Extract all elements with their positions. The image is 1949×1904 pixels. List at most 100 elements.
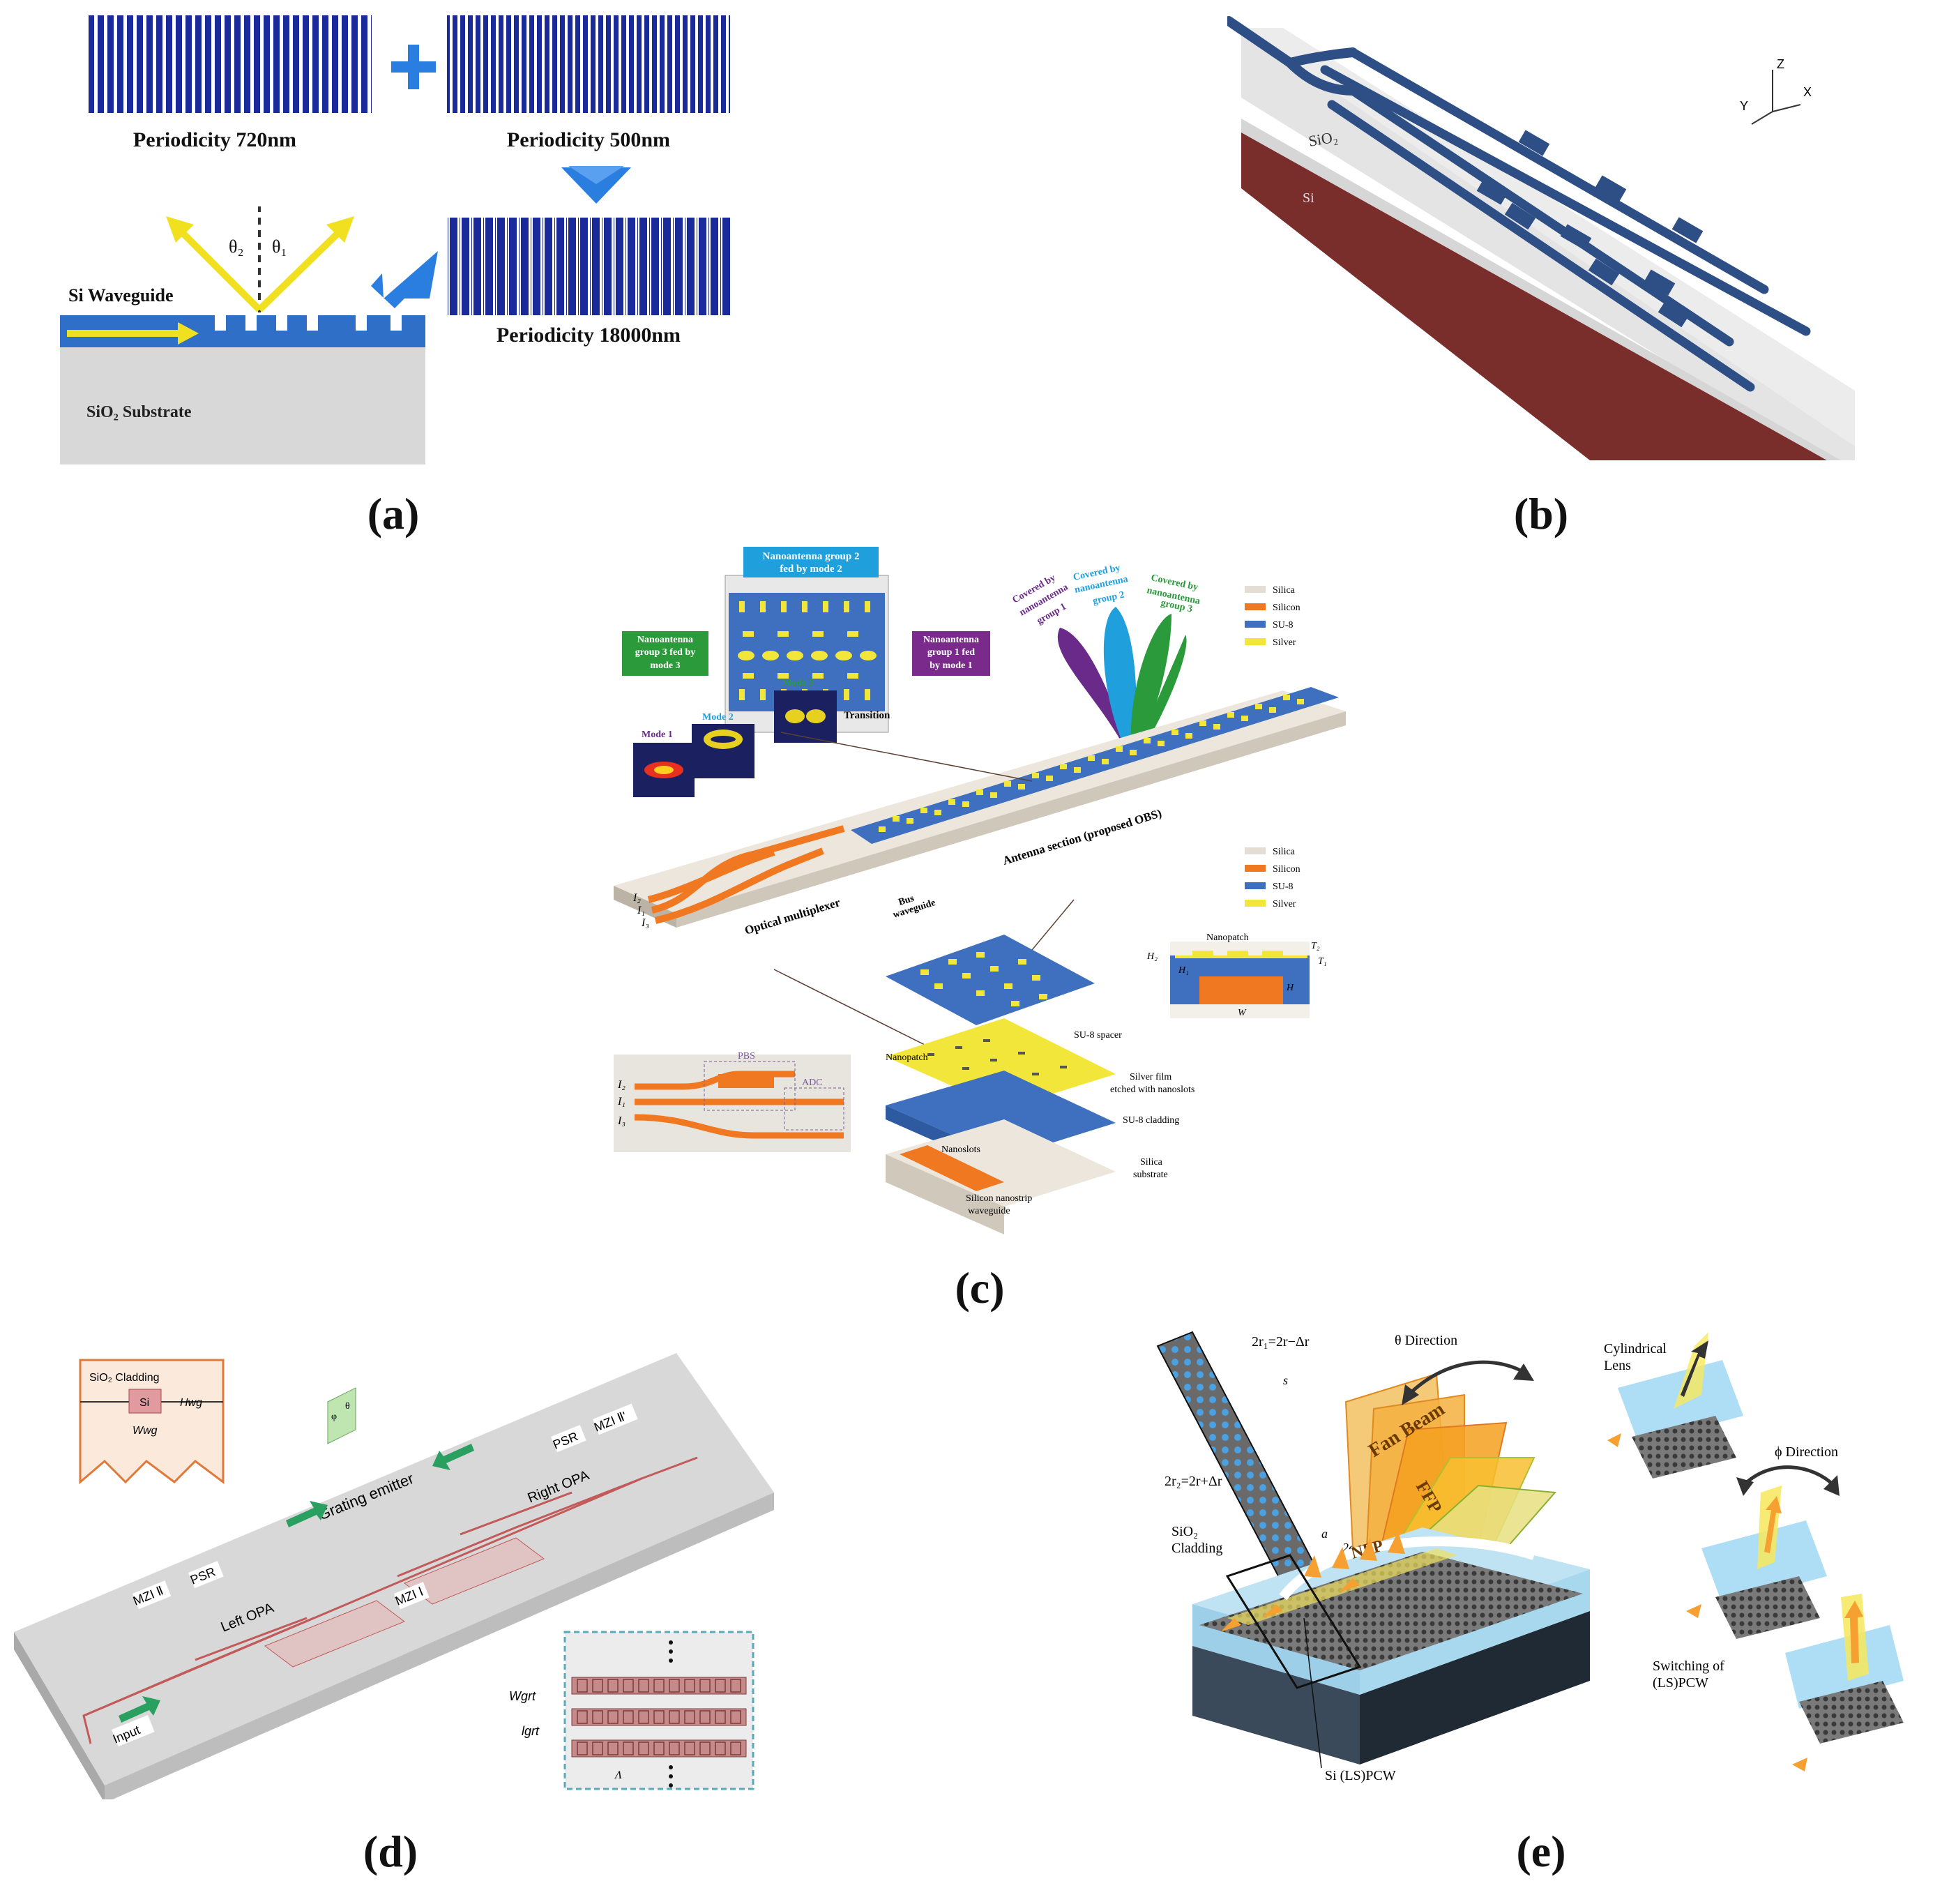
axis-y-label: Y bbox=[1740, 99, 1748, 113]
legend-top-su8: SU-8 bbox=[1273, 620, 1294, 630]
grating1-caption: Periodicity 720nm bbox=[133, 128, 296, 151]
silicon-nanostrip-l2: waveguide bbox=[968, 1206, 1010, 1216]
panel-d-figure: SiO₂ Cladding Si Hwg Wwg θ φ Grating emi… bbox=[14, 1353, 774, 1799]
si-core bbox=[128, 1389, 162, 1414]
legend-top bbox=[1245, 586, 1266, 645]
cs-nanopatch: Nanopatch bbox=[1206, 932, 1249, 943]
pcw-label: Si (LS)PCW bbox=[1325, 1768, 1396, 1783]
lgrt-label: lgrt bbox=[522, 1724, 540, 1738]
grating-18000nm bbox=[447, 218, 730, 315]
transition-label: Transition bbox=[844, 710, 890, 721]
su8-cladding-layer bbox=[886, 1071, 1116, 1158]
lobe-group1 bbox=[1057, 628, 1133, 764]
panel-b: SiO₂ Si Z X Y bbox=[1227, 14, 1855, 467]
legend-mid-silica: Silica bbox=[1273, 847, 1296, 857]
pbs-box bbox=[704, 1061, 796, 1111]
panel-e-figure: 2r₁=2r−Δr 2r₂=2r+Δr s a 2a Fan Beam FFP … bbox=[1156, 1331, 1904, 1783]
cyl-lens-l1: Cylindrical bbox=[1604, 1341, 1667, 1357]
group1-line1: Nanoantenna bbox=[923, 635, 979, 645]
panel-label-e: (e) bbox=[1516, 1827, 1566, 1876]
phi-direction-label: ϕ Direction bbox=[1775, 1444, 1838, 1460]
group2-box bbox=[743, 547, 879, 577]
input-arrow-icon bbox=[119, 1696, 160, 1723]
lambda-label: Λ bbox=[614, 1769, 622, 1781]
cs-t1: T₁ bbox=[1318, 956, 1327, 967]
group3-box bbox=[622, 631, 708, 676]
r1-label: 2r₁=2r−Δr bbox=[1252, 1334, 1310, 1350]
si-label: Si bbox=[139, 1397, 149, 1409]
angle-icon bbox=[327, 1387, 356, 1444]
input-i1: I₁ bbox=[637, 905, 645, 916]
silver-film-l1: Silver film bbox=[1130, 1072, 1171, 1082]
theta-direction-label: θ Direction bbox=[1395, 1333, 1457, 1348]
group3-line3: mode 3 bbox=[650, 660, 680, 671]
panel-b-figure: SiO₂ Si Z X Y bbox=[1227, 16, 1855, 460]
panel-d: SiO₂ Cladding Si Hwg Wwg θ φ Grating emi… bbox=[14, 1353, 795, 1799]
green-arrow-right-icon bbox=[432, 1444, 474, 1470]
axis-x-label: X bbox=[1803, 85, 1812, 99]
theta2-label: θ₂ bbox=[229, 236, 244, 257]
nanopatch-label: Nanopatch bbox=[886, 1052, 928, 1063]
s-label: s bbox=[1283, 1373, 1288, 1387]
mode3-label: Mode 3 bbox=[782, 678, 814, 688]
wwg-label: Wwg bbox=[132, 1425, 158, 1437]
switching-l2: (LS)PCW bbox=[1653, 1675, 1708, 1691]
pbs-label: PBS bbox=[738, 1051, 755, 1061]
lens-stack-3 bbox=[1785, 1594, 1904, 1771]
cladding-label-1: SiO₂ bbox=[1171, 1524, 1198, 1539]
group1-line3: by mode 1 bbox=[930, 660, 972, 671]
legend-top-silicon: Silicon bbox=[1273, 603, 1300, 613]
cs-w: W bbox=[1238, 1008, 1247, 1018]
phi-arrow-icon bbox=[1742, 1465, 1835, 1487]
substrate-label: SiO₂ Substrate bbox=[86, 403, 192, 421]
diagonal-arrow-icon bbox=[371, 251, 438, 308]
nanoslots-label: Nanoslots bbox=[941, 1144, 980, 1155]
cs-t2: T₂ bbox=[1311, 941, 1320, 951]
cs-h2: H₂ bbox=[1146, 951, 1158, 962]
optical-multiplexer bbox=[647, 825, 845, 924]
mode2-label: Mode 2 bbox=[702, 712, 734, 723]
group2-line2: fed by mode 2 bbox=[780, 564, 842, 575]
panel-label-c: (c) bbox=[955, 1263, 1005, 1313]
grating2-caption: Periodicity 500nm bbox=[507, 128, 670, 151]
waveguide-label: Si Waveguide bbox=[68, 285, 174, 305]
grating3-caption: Periodicity 18000nm bbox=[496, 324, 681, 347]
phi-label: φ bbox=[331, 1412, 337, 1422]
emission-arrow-left-icon bbox=[166, 216, 194, 243]
legend-mid-silicon: Silicon bbox=[1273, 864, 1300, 875]
input-i2: I₂ bbox=[632, 892, 641, 904]
wgrt-label: Wgrt bbox=[509, 1689, 536, 1703]
hwg-label: Hwg bbox=[180, 1397, 202, 1409]
silicon-nanostrip bbox=[900, 1145, 1004, 1191]
axes-icon bbox=[1751, 70, 1801, 125]
switching-l1: Switching of bbox=[1653, 1659, 1724, 1674]
covered2-l3: group 2 bbox=[1092, 590, 1125, 607]
silver-film-l2: etched with nanoslots bbox=[1110, 1085, 1195, 1095]
panel-label-d: (d) bbox=[363, 1827, 418, 1876]
panel-a: θ₂ θ₁ Periodicity 720nm Periodicity 500n… bbox=[0, 0, 767, 488]
waveguide-tree bbox=[1227, 16, 1811, 392]
panel-label-a: (a) bbox=[367, 489, 420, 538]
cladding-label-2: Cladding bbox=[1171, 1541, 1222, 1556]
cs-h: H bbox=[1286, 983, 1294, 993]
group1-line2: group 1 fed bbox=[927, 647, 975, 658]
group2-line1: Nanoantenna group 2 bbox=[763, 551, 860, 562]
pbs-input-i1: I₁ bbox=[617, 1096, 625, 1108]
propagation-arrow-icon bbox=[178, 322, 199, 345]
pbs-input-i3: I₃ bbox=[617, 1115, 625, 1127]
axis-z-label: Z bbox=[1777, 57, 1784, 71]
r2-label: 2r₂=2r+Δr bbox=[1165, 1474, 1222, 1489]
sio2-substrate bbox=[60, 346, 425, 464]
legend-top-silver: Silver bbox=[1273, 637, 1296, 648]
lobe-group2 bbox=[1103, 607, 1137, 764]
adc-box bbox=[784, 1087, 844, 1131]
grating-720nm bbox=[89, 15, 372, 113]
grating-500nm bbox=[447, 15, 730, 113]
silver-film-layer bbox=[886, 1018, 1116, 1109]
cladding-label: SiO₂ Cladding bbox=[89, 1372, 159, 1384]
pcw-slab bbox=[1199, 1552, 1583, 1670]
su8-spacer-label: SU-8 spacer bbox=[1074, 1030, 1122, 1041]
chip bbox=[14, 1353, 774, 1785]
silica-substrate-layer bbox=[886, 1119, 1116, 1207]
legend-top-silica: Silica bbox=[1273, 585, 1296, 596]
